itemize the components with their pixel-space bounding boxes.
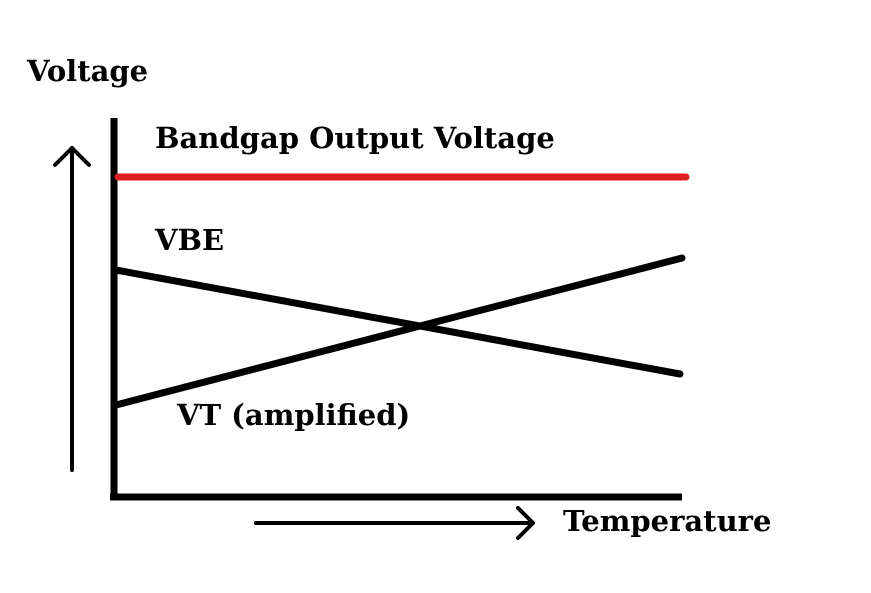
vt-line bbox=[112, 254, 686, 409]
x-direction-arrow bbox=[254, 506, 535, 540]
y-direction-arrow bbox=[53, 146, 91, 472]
vbe-line bbox=[112, 266, 684, 378]
y-axis-label: Voltage bbox=[26, 54, 148, 88]
bandgap-output-label: Bandgap Output Voltage bbox=[155, 121, 555, 155]
vt-label: VT (amplified) bbox=[176, 398, 410, 432]
vbe-label: VBE bbox=[154, 223, 224, 257]
x-axis-label: Temperature bbox=[563, 504, 771, 538]
